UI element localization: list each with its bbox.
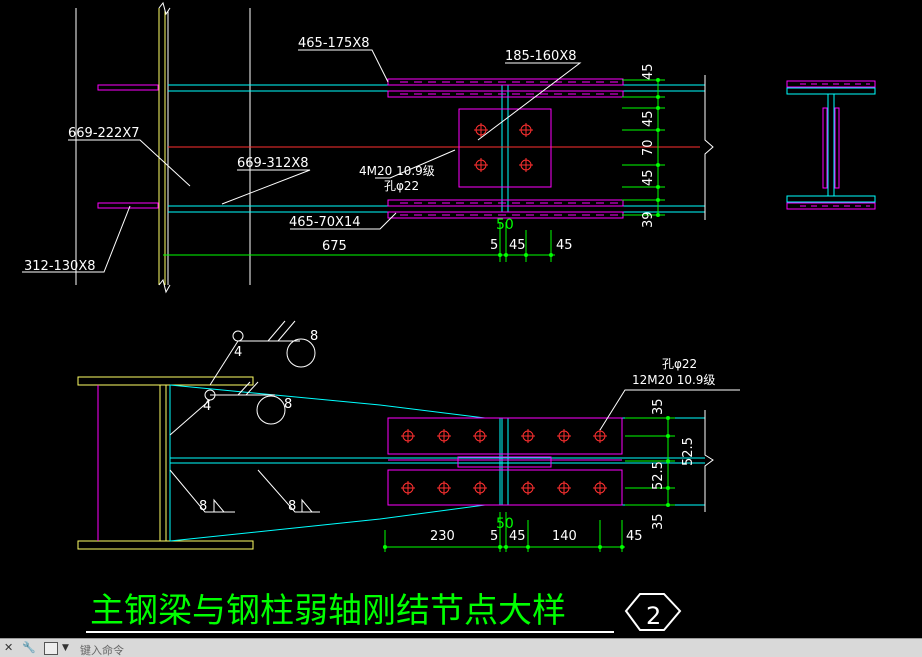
weld-mark-4b: 4 [203, 399, 211, 414]
weld-mark-4a: 4 [234, 345, 242, 360]
drawing-canvas[interactable]: 465-175X8 185-160X8 669-222X7 669-312X8 … [0, 0, 922, 638]
bottom-text: 4 8 4 8 8 8 孔φ22 12M20 10.9级 230 50 5 45… [199, 329, 715, 544]
label-bolts: 4M20 10.9级 [359, 164, 435, 178]
top-leaders [22, 49, 582, 273]
top-bolts [474, 123, 533, 172]
dim-v-35a: 35 [651, 398, 666, 415]
detail-number: 2 [646, 602, 661, 630]
dim-50: 50 [496, 217, 514, 233]
dim-v-70: 70 [641, 139, 656, 156]
weld-mark-8b: 8 [284, 397, 292, 412]
column-plan [77, 376, 254, 550]
wrench-icon[interactable]: 🔧 [22, 641, 36, 654]
command-bar[interactable]: ✕ 🔧 ▼ 键入命令 [0, 638, 922, 657]
close-icon[interactable]: ✕ [4, 641, 14, 654]
command-input[interactable]: 键入命令 [80, 644, 124, 657]
break-line-bottom [704, 410, 714, 512]
dropdown-icon[interactable]: ▼ [62, 643, 69, 653]
dim-v-45b: 45 [641, 110, 656, 127]
top-view: 465-175X8 185-160X8 669-222X7 669-312X8 … [22, 1, 876, 294]
dim-v-52-5b: 52.5 [651, 461, 666, 490]
bottom-view: 4 8 4 8 8 8 孔φ22 12M20 10.9级 230 50 5 45… [77, 320, 740, 552]
label-stiffener-b: 669-312X8 [237, 156, 309, 171]
side-plates [97, 84, 159, 209]
dim-45-bottom-b: 45 [626, 529, 643, 544]
dim-v-52-5a: 52.5 [681, 437, 696, 466]
dim-45-a: 45 [509, 238, 526, 253]
dim-v-35b: 35 [651, 513, 666, 530]
beam-flanges [168, 84, 705, 213]
bottom-splice-plates [387, 417, 623, 506]
top-text: 465-175X8 185-160X8 669-222X7 669-312X8 … [24, 36, 656, 274]
label-hole-bottom: 孔φ22 [662, 357, 697, 371]
weld-mark-8c: 8 [199, 499, 207, 514]
label-flange-plate: 465-175X8 [298, 36, 370, 51]
dim-675: 675 [322, 239, 347, 254]
dim-45-b: 45 [556, 238, 573, 253]
drawing-title: 主钢梁与钢柱弱轴刚结节点大样 [90, 591, 566, 631]
break-line [704, 75, 714, 220]
label-bolts-bottom: 12M20 10.9级 [632, 373, 715, 387]
bottom-bolts [401, 429, 607, 495]
command-window-icon[interactable] [44, 642, 58, 655]
label-stiffener-a: 669-222X7 [68, 126, 140, 141]
label-web-plate: 185-160X8 [505, 49, 577, 64]
label-bottom-plate: 465-70X14 [289, 215, 361, 230]
flange-splice-plates [387, 78, 624, 219]
detail-number-badge [624, 593, 682, 631]
dim-230: 230 [430, 529, 455, 544]
web-splice-plate [458, 108, 552, 188]
bottom-dim-ticks [383, 416, 670, 549]
dim-v-39: 39 [641, 211, 656, 228]
dim-50-bottom: 50 [496, 516, 514, 532]
label-side-plate: 312-130X8 [24, 259, 96, 274]
dim-140: 140 [552, 529, 577, 544]
dim-v-45a: 45 [641, 63, 656, 80]
weld-mark-8d: 8 [288, 499, 296, 514]
label-hole: 孔φ22 [384, 179, 419, 193]
dim-5: 5 [490, 238, 498, 253]
dim-v-45c: 45 [641, 169, 656, 186]
weld-symbols [169, 320, 740, 513]
dim-45-bottom-a: 45 [509, 529, 526, 544]
dim-5-bottom: 5 [490, 529, 498, 544]
top-dim-ticks [498, 78, 660, 257]
section-view [786, 80, 876, 210]
weld-mark-8a: 8 [310, 329, 318, 344]
haunch-beam [169, 384, 705, 542]
